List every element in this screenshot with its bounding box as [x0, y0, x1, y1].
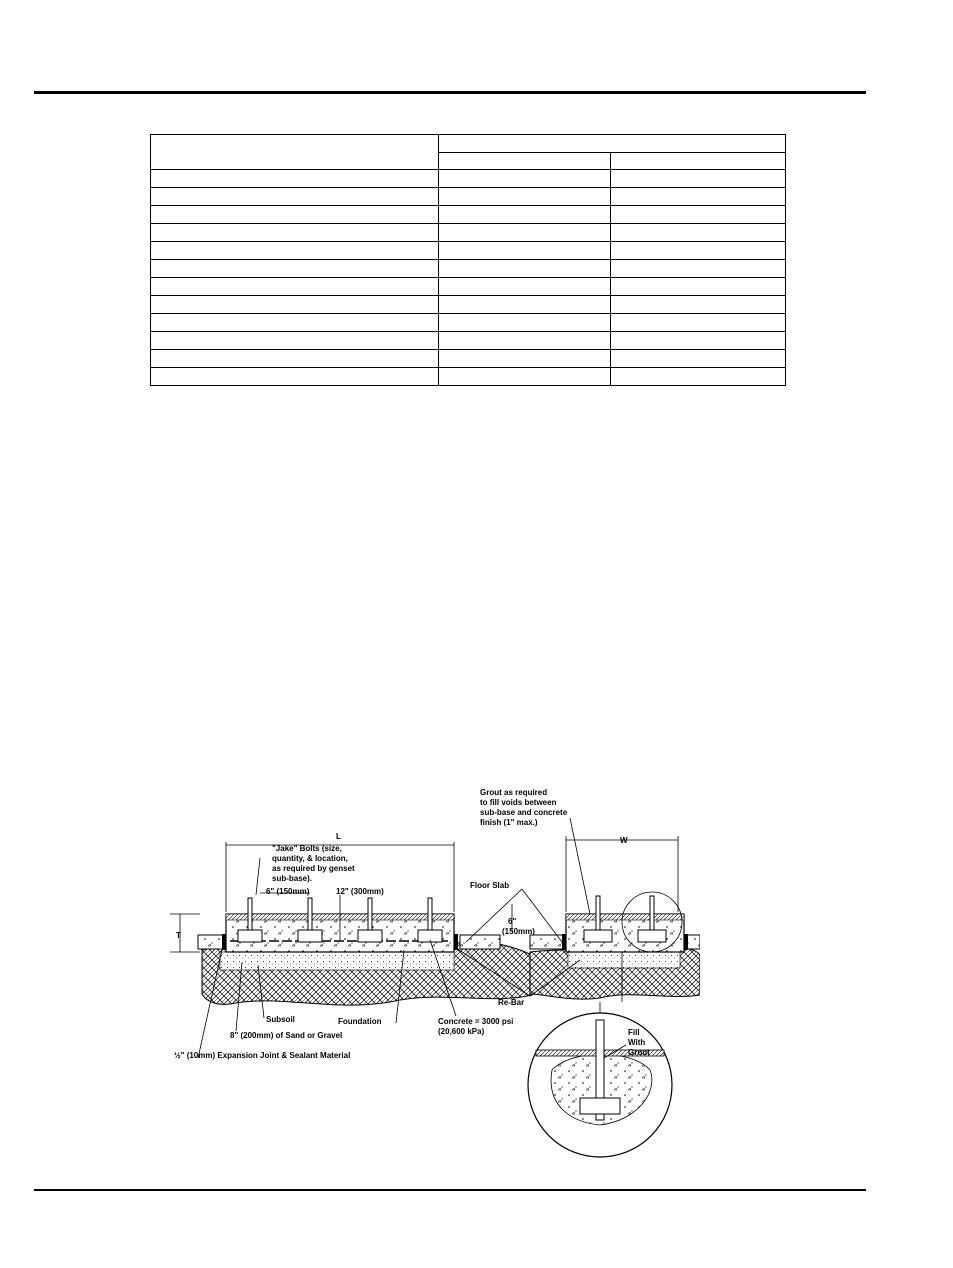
label-expansion-joint: ½" (10mm) Expansion Joint & Sealant Mate… — [174, 1051, 350, 1060]
table-cell — [438, 259, 611, 278]
table-cell — [610, 187, 786, 206]
footer-rule — [34, 1189, 866, 1191]
label-jake-bolts: "Jake" Bolts (size, — [272, 844, 342, 853]
table-row — [150, 331, 786, 350]
table-cell — [438, 331, 611, 350]
table-cell — [150, 259, 439, 278]
label-width: W — [620, 836, 628, 845]
table-cell — [150, 313, 439, 332]
dimension-lines — [170, 817, 679, 1059]
label-fill-with-grout: Fill — [628, 1028, 640, 1037]
table-row — [150, 277, 786, 296]
diagram-labels: Grout as required to fill voids between … — [174, 788, 650, 1060]
table-cell — [610, 349, 786, 368]
label-grout: sub-base and concrete — [480, 808, 568, 817]
table-cell — [610, 331, 786, 350]
table-row — [150, 187, 786, 206]
table-cell — [150, 169, 439, 188]
label-sand-gravel: 8" (200mm) of Sand or Gravel — [230, 1031, 342, 1040]
table-row — [150, 259, 786, 278]
table-cell — [610, 169, 786, 188]
table-row — [150, 349, 786, 368]
table-row — [150, 295, 786, 314]
table-cell — [610, 313, 786, 332]
label-dimension-12in: 12" (300mm) — [336, 887, 384, 896]
label-grout: to fill voids between — [480, 798, 557, 807]
label-jake-bolts: as required by genset — [272, 864, 355, 873]
row-header-cell — [150, 134, 439, 170]
label-floor-slab: Floor Slab — [470, 881, 509, 890]
table-cell — [438, 169, 611, 188]
subheader-cell — [438, 152, 611, 170]
table-cell — [610, 241, 786, 260]
label-dimension-right: (150mm) — [502, 927, 535, 936]
table-cell — [438, 349, 611, 368]
table-cell — [150, 241, 439, 260]
table-cell — [438, 241, 611, 260]
label-length: L — [336, 832, 341, 841]
table-cell — [438, 367, 611, 386]
foundation-diagram: Grout as required to fill voids between … — [170, 788, 700, 1158]
table-row — [150, 169, 786, 188]
table-cell — [150, 331, 439, 350]
right-end-view — [529, 891, 700, 1002]
subheader-cell — [610, 152, 786, 170]
table-cell — [150, 367, 439, 386]
table-cell — [150, 223, 439, 242]
label-jake-bolts: quantity, & location, — [272, 854, 348, 863]
table-cell — [438, 313, 611, 332]
table-cell — [150, 349, 439, 368]
table-cell — [610, 223, 786, 242]
label-rebar: Re-Bar — [498, 998, 524, 1007]
table-cell — [438, 277, 611, 296]
label-fill-with-grout: With — [628, 1038, 645, 1047]
grout-detail-view — [527, 1002, 673, 1158]
label-thickness: T — [176, 931, 181, 940]
table-row — [150, 367, 786, 386]
label-jake-bolts: sub-base). — [272, 874, 312, 883]
table-cell — [610, 367, 786, 386]
table-cell — [610, 205, 786, 224]
table-cell — [150, 277, 439, 296]
table-row — [150, 241, 786, 260]
label-grout: finish (1" max.) — [480, 818, 538, 827]
header-rule — [34, 91, 866, 94]
table-cell — [610, 277, 786, 296]
label-foundation: Foundation — [338, 1017, 382, 1026]
table-cell — [438, 205, 611, 224]
table-cell — [438, 187, 611, 206]
table-row — [150, 205, 786, 224]
specification-table — [150, 134, 786, 386]
column-group-header — [438, 134, 786, 153]
table-row — [150, 223, 786, 242]
label-dimension-6in: 6" (150mm) — [266, 887, 310, 896]
table-cell — [150, 205, 439, 224]
table-cell — [150, 295, 439, 314]
table-cell — [438, 295, 611, 314]
label-concrete: Concrete = 3000 psi — [438, 1017, 513, 1026]
label-fill-with-grout: Grout — [628, 1048, 650, 1057]
label-dimension-right: 6" — [508, 917, 516, 926]
label-subsoil: Subsoil — [266, 1015, 295, 1024]
table-cell — [610, 295, 786, 314]
table-cell — [150, 187, 439, 206]
table-cell — [438, 223, 611, 242]
label-grout: Grout as required — [480, 788, 547, 797]
left-section-view — [197, 897, 533, 1006]
table-cell — [610, 259, 786, 278]
table-row — [150, 313, 786, 332]
label-concrete: (20,600 kPa) — [438, 1027, 485, 1036]
